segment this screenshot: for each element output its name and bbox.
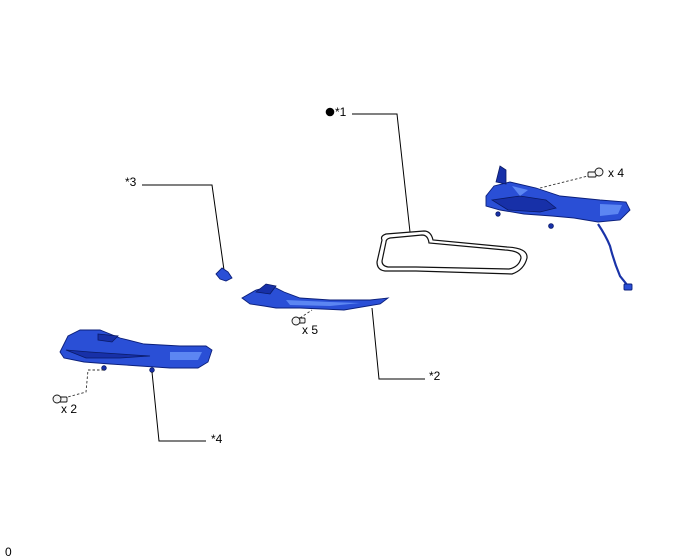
lower-left-lamp-assembly (59, 329, 213, 373)
upper-right-lamp-assembly (485, 165, 633, 291)
callout-3-label: *3 (125, 175, 137, 189)
center-qty: x 5 (302, 323, 318, 337)
lower-left-bolt-guide (63, 369, 104, 399)
center-bolt-guide (299, 309, 313, 319)
callout-1-label: *1 (335, 105, 347, 119)
clip-part (215, 267, 233, 282)
callout-1-leader (352, 113, 411, 233)
center-bracket-part (241, 283, 390, 311)
lower-left-qty: x 2 (61, 402, 77, 416)
corner-text: 0 (5, 545, 12, 559)
upper-right-bolt-icon (587, 167, 604, 178)
center-bolt-icon (291, 316, 306, 326)
callout-1-marker (325, 107, 335, 117)
callout-3-leader (142, 184, 225, 271)
gasket-part (376, 230, 528, 275)
callout-2-leader (371, 307, 425, 380)
callout-4-leader (151, 371, 206, 442)
callout-4-label: *4 (211, 432, 223, 446)
lower-left-bolt-icon (52, 394, 68, 404)
upper-right-qty: x 4 (608, 166, 624, 180)
upper-right-bolt-guide (539, 174, 593, 189)
callout-2-label: *2 (429, 369, 441, 383)
